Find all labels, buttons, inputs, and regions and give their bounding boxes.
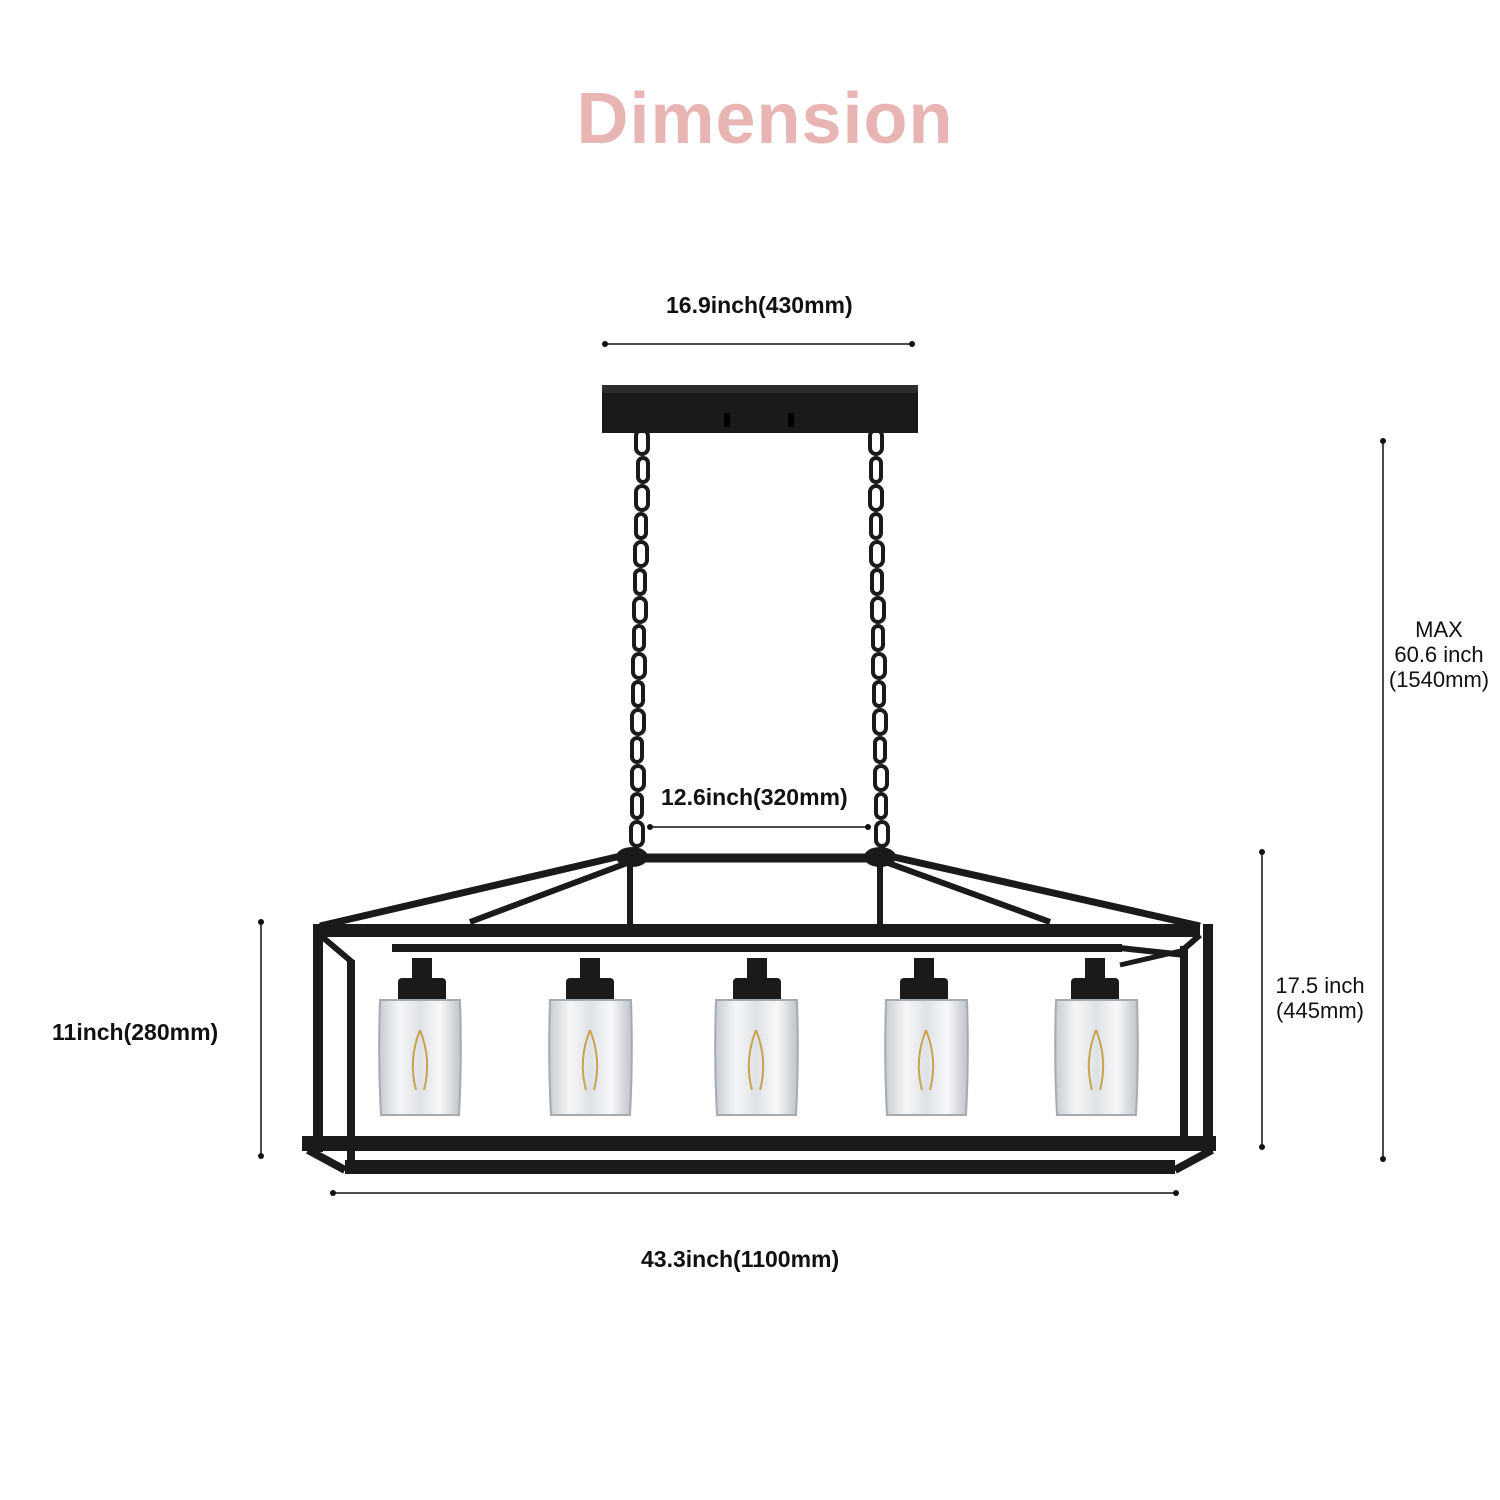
fixture-height-metric: (445mm): [1275, 998, 1364, 1023]
overall-length-dimension-line: [330, 1190, 1179, 1196]
shade-5: [1054, 958, 1139, 1116]
page-title: Dimension: [576, 79, 954, 159]
shade-3: [714, 958, 799, 1116]
canopy-width-label: 16.9inch(430mm): [666, 292, 853, 318]
canopy-width-dimension-line: [602, 341, 915, 347]
max-height-metric: (1540mm): [1388, 667, 1490, 692]
shade-1: [378, 958, 462, 1116]
max-height-label: MAX 60.6 inch (1540mm): [1381, 617, 1497, 692]
chain-spacing-dimension-line: [647, 824, 871, 830]
fixture-frame: [302, 847, 1216, 1174]
canopy-plate: [602, 385, 918, 433]
max-height-value: 60.6 inch: [1394, 642, 1484, 667]
shade-2: [548, 958, 633, 1116]
body-height-label: 11inch(280mm): [52, 1019, 219, 1045]
max-height-dimension-line: [1380, 438, 1386, 1162]
left-chain: [629, 428, 650, 848]
chain-spacing-label: 12.6inch(320mm): [661, 784, 848, 810]
right-chain: [868, 428, 890, 848]
max-height-prefix: MAX: [1415, 617, 1463, 642]
shade-4: [884, 958, 969, 1116]
fixture-height-value: 17.5 inch: [1275, 973, 1365, 998]
fixture-height-label: 17.5 inch (445mm): [1268, 973, 1372, 1023]
fixture-height-dimension-line: [1259, 849, 1265, 1150]
body-height-dimension-line: [258, 919, 264, 1159]
overall-length-label: 43.3inch(1100mm): [641, 1246, 840, 1272]
